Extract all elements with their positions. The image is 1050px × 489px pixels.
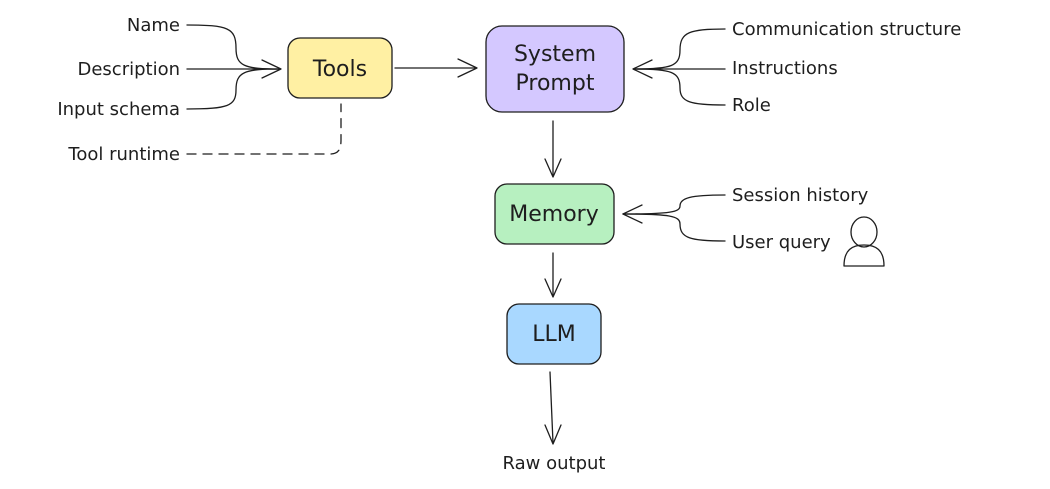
- system-prompt-label-line1: System: [514, 42, 596, 67]
- tools-label: Tools: [312, 57, 367, 82]
- prompt-input-connectors: [632, 28, 726, 106]
- memory-box: [494, 183, 615, 245]
- prompt-input-instructions: Instructions: [732, 58, 838, 79]
- memory-label: Memory: [509, 202, 598, 227]
- tool-input-description: Description: [77, 59, 180, 80]
- tools-box: [287, 37, 393, 99]
- tool-input-schema: Input schema: [57, 99, 180, 120]
- llm-to-output-arrow: [544, 371, 562, 445]
- prompt-input-role: Role: [732, 95, 771, 116]
- memory-to-llm-arrow: [544, 252, 562, 298]
- llm-label: LLM: [532, 322, 576, 347]
- memory-input-connectors: [622, 194, 726, 242]
- user-icon: [843, 216, 885, 267]
- memory-input-session-history: Session history: [732, 185, 869, 206]
- memory-input-user-query: User query: [732, 232, 831, 253]
- system-prompt-box: [485, 25, 625, 113]
- prompt-input-communication-structure: Communication structure: [732, 19, 961, 40]
- tool-runtime-dashed-link: [186, 103, 342, 155]
- tool-input-name: Name: [127, 15, 180, 36]
- tools-to-prompt-arrow: [394, 58, 478, 78]
- llm-box: [506, 303, 602, 365]
- tool-runtime-label: Tool runtime: [67, 144, 180, 165]
- prompt-to-memory-arrow: [544, 120, 562, 178]
- raw-output-label: Raw output: [503, 453, 606, 474]
- tools-input-connectors: [186, 24, 282, 110]
- system-prompt-label-line2: Prompt: [516, 71, 595, 96]
